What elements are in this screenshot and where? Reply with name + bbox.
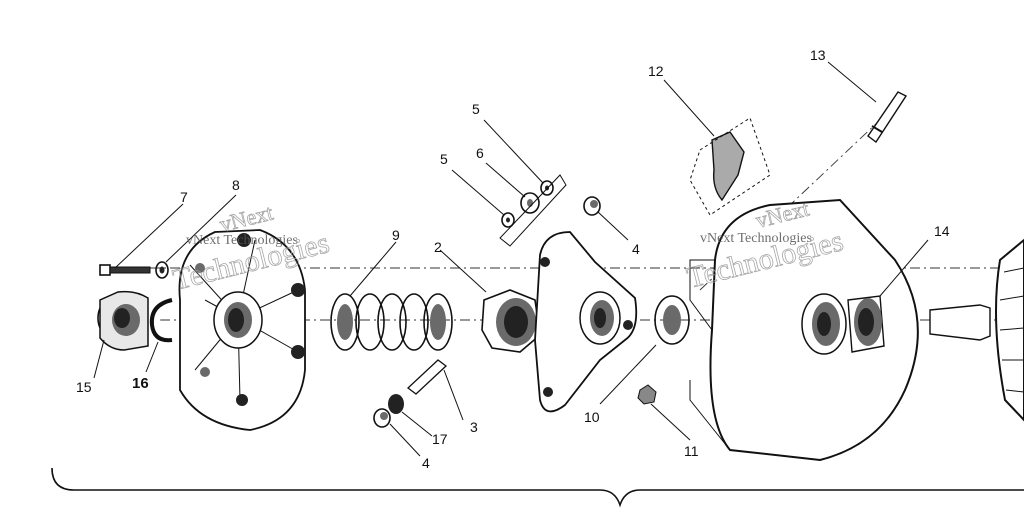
- assembly-bracket: [51, 467, 1024, 508]
- label-10: 10: [584, 409, 600, 425]
- part-17-small-spring: [388, 394, 404, 414]
- label-9: 9: [392, 227, 400, 243]
- part-4-roller-upper: [583, 196, 601, 216]
- leader-5-b: [483, 119, 544, 184]
- part-3-pin: [406, 359, 448, 395]
- label-12: 12: [648, 63, 664, 79]
- leader-4-lower: [389, 423, 421, 457]
- watermark-right-mid: vNext Technologies: [700, 231, 812, 246]
- spider-assembly: [534, 231, 638, 413]
- part-14-bushing: [847, 295, 885, 353]
- leader-6: [485, 162, 526, 198]
- leader-8: [165, 194, 237, 263]
- leader-14: [879, 239, 929, 297]
- label-3: 3: [470, 419, 478, 435]
- movable-sheave: [689, 198, 919, 462]
- label-7: 7: [180, 189, 188, 205]
- part-15-bushing: [97, 290, 149, 351]
- part-2-threaded-hub: [481, 289, 541, 353]
- leader-2: [439, 249, 487, 293]
- label-2: 2: [434, 239, 442, 255]
- part-4-cap-lower: [373, 408, 391, 428]
- part-13-bolt: [867, 91, 908, 144]
- label-11: 11: [684, 443, 699, 459]
- label-5-b: 5: [472, 101, 480, 117]
- part-8-washer: [155, 261, 169, 279]
- fixed-sheave-shaft: [929, 238, 1024, 422]
- leader-9: [349, 241, 397, 297]
- leader-10: [599, 344, 657, 405]
- leader-7: [114, 203, 184, 269]
- leader-3: [443, 369, 464, 421]
- label-6: 6: [476, 145, 484, 161]
- label-4-lower: 4: [422, 455, 430, 471]
- watermark-left-mid: vNext Technologies: [186, 233, 298, 248]
- part-16-snap-ring: [149, 298, 173, 343]
- label-15: 15: [76, 379, 92, 395]
- leader-16: [145, 341, 159, 373]
- part-11-nut: [637, 384, 657, 405]
- label-8: 8: [232, 177, 240, 193]
- leader-5-a: [451, 169, 505, 216]
- leader-lines: [93, 61, 929, 457]
- leader-12: [663, 79, 715, 137]
- label-4-upper: 4: [632, 241, 640, 257]
- left-cover-plate: [178, 229, 306, 431]
- label-13: 13: [810, 47, 826, 63]
- leader-11: [650, 403, 691, 441]
- leader-17: [401, 411, 433, 437]
- leader-15: [93, 339, 105, 379]
- label-17: 17: [432, 431, 448, 447]
- part-5-washer-a: [501, 212, 515, 228]
- part-12-shoe: [689, 117, 771, 216]
- leader-13: [827, 61, 877, 103]
- part-9-springs: [330, 293, 453, 351]
- leader-4-upper: [597, 211, 629, 241]
- part-10-bushing-ring: [654, 295, 690, 345]
- label-5-a: 5: [440, 151, 448, 167]
- parts-5-6-bracket: [499, 174, 567, 247]
- label-14: 14: [934, 223, 950, 239]
- label-16: 16: [132, 375, 149, 392]
- part-labels: 2 3 4 4 5 5 6 7 8 9 10 11 12 13 14 15 16…: [76, 47, 950, 471]
- part-7-bolt: [99, 264, 151, 276]
